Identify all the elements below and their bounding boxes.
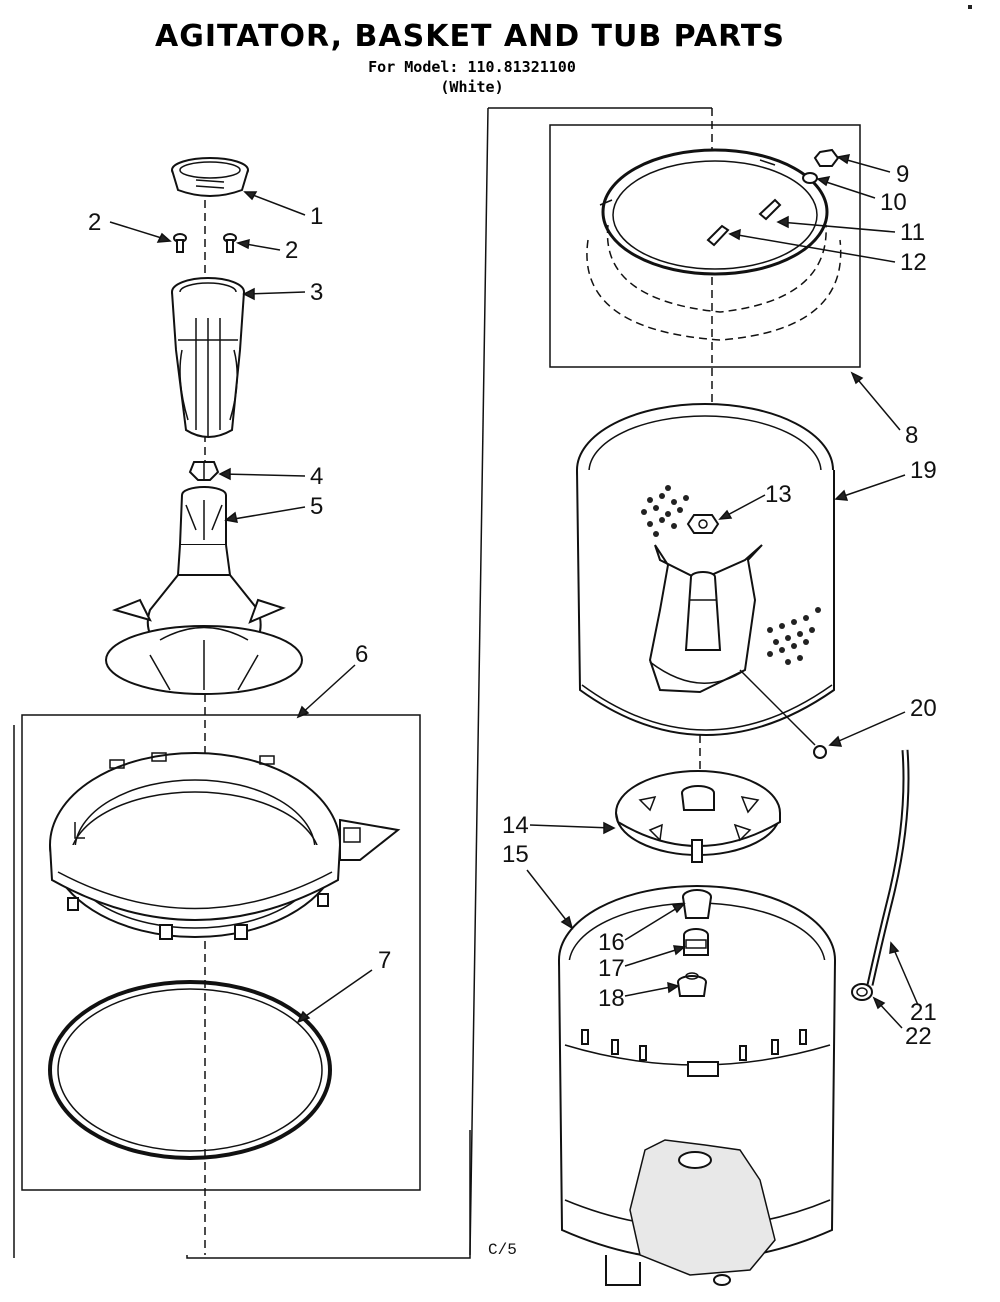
seal-part-18 (677, 972, 707, 997)
callout-16: 16 (598, 929, 625, 956)
balance-ring-group-box (549, 124, 861, 368)
agitator-screw-left (173, 233, 187, 253)
callout-5: 5 (310, 493, 323, 520)
leader-lines (109, 154, 919, 1029)
callout-4: 4 (310, 463, 323, 490)
callout-22: 22 (905, 1023, 932, 1050)
callout-11: 11 (900, 219, 925, 246)
bolt-part-12 (706, 224, 730, 247)
nut-part-9 (813, 148, 840, 167)
basket-nut (686, 514, 720, 534)
hose-clamp (851, 983, 873, 1001)
tub-gasket (48, 980, 332, 1160)
spin-basket (576, 403, 835, 736)
callout-17: 17 (598, 955, 625, 982)
bolt-part-11 (758, 198, 782, 221)
bearing-part-17 (683, 928, 709, 956)
callout-2b: 2 (285, 237, 298, 264)
basket-drive-hub (615, 770, 781, 863)
callout-14: 14 (502, 812, 529, 839)
washer-part-10 (802, 172, 818, 184)
agitator-base (105, 486, 303, 695)
plug-part-20 (813, 745, 827, 759)
left-return-line (186, 1130, 471, 1259)
agitator-barrel (171, 277, 245, 438)
callout-3: 3 (310, 279, 323, 306)
callout-labels: 1 2 2 3 4 5 6 7 8 9 10 11 12 13 19 20 14… (88, 161, 937, 1050)
callout-1: 1 (310, 203, 323, 230)
corner-mark (968, 5, 972, 9)
agitator-cap (171, 157, 249, 197)
callout-20: 20 (910, 695, 937, 722)
callout-6: 6 (355, 641, 368, 668)
callout-10: 10 (880, 189, 907, 216)
right-left-line (469, 107, 489, 1256)
outer-tub (558, 885, 836, 1286)
callout-12: 12 (900, 249, 927, 276)
callout-15: 15 (502, 841, 529, 868)
callout-21: 21 (910, 999, 937, 1026)
diagram-title: AGITATOR, BASKET AND TUB PARTS (155, 19, 785, 54)
tub-ring-group-box (21, 714, 421, 1191)
agitator-screw-right (223, 233, 237, 253)
tub-ring (49, 752, 401, 940)
callout-19: 19 (910, 457, 937, 484)
balance-ring (586, 148, 842, 341)
model-number: For Model: 110.81321100 (368, 58, 576, 76)
callout-9: 9 (896, 161, 909, 188)
agitator-nut (188, 461, 220, 481)
callout-18: 18 (598, 985, 625, 1012)
seal-part-16 (682, 889, 712, 919)
callout-13: 13 (765, 481, 792, 508)
callout-7: 7 (378, 947, 391, 974)
callout-2a: 2 (88, 209, 101, 236)
callout-8: 8 (905, 422, 918, 449)
model-color: (White) (440, 78, 503, 96)
drain-hose (866, 749, 910, 986)
drawing-code: C/5 (488, 1241, 517, 1259)
